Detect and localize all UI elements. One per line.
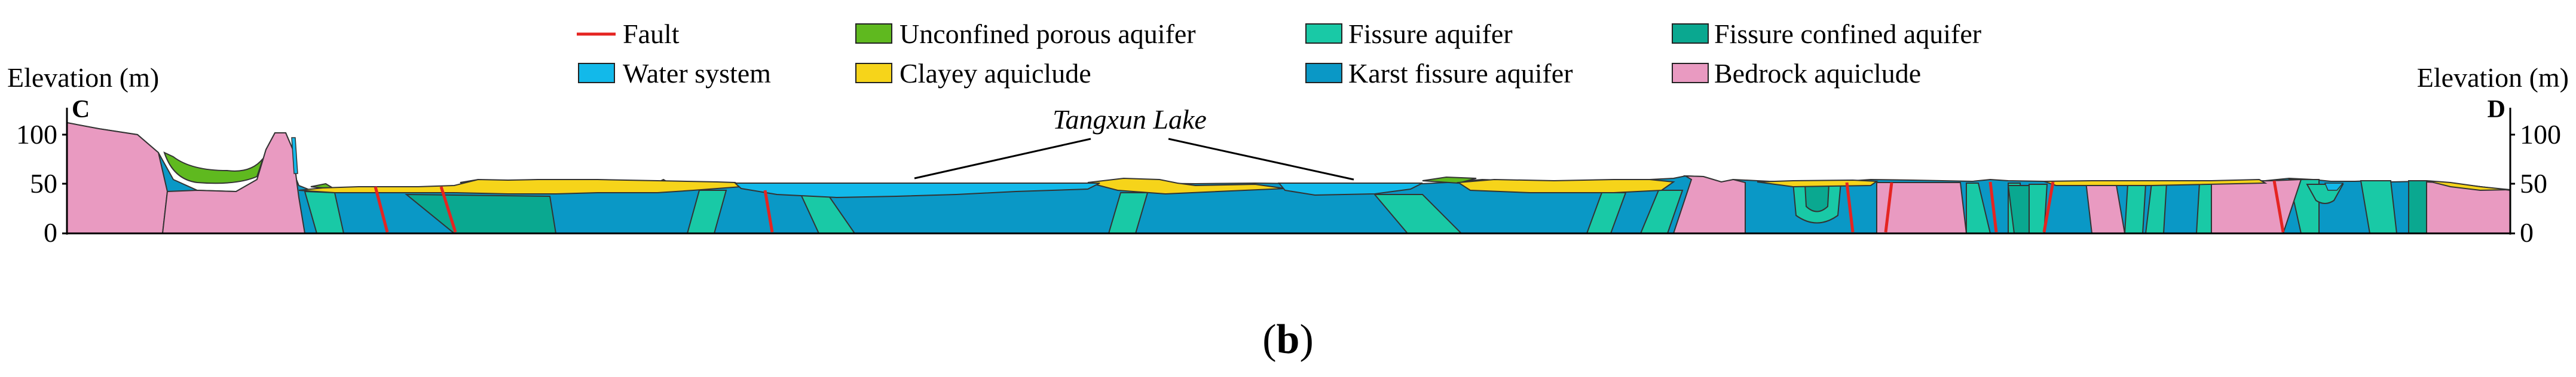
legend-label-water-system: Water system bbox=[623, 58, 771, 89]
fissure-aquifer-swatch bbox=[1305, 23, 1342, 44]
left-tick-label-100: 100 bbox=[16, 119, 57, 150]
panel-label: (b) bbox=[1262, 317, 1314, 363]
right-tick-label-50: 50 bbox=[2520, 168, 2547, 199]
clayey-cover-1 bbox=[298, 178, 743, 194]
section-end-label: D bbox=[2488, 96, 2505, 123]
fault-line-2 bbox=[439, 186, 457, 233]
fault-line-1 bbox=[374, 186, 389, 233]
legend: Fault Water system Unconfined porous aqu… bbox=[577, 19, 1981, 89]
karst-aquifer-swatch bbox=[1305, 63, 1342, 83]
left-tick-label-50: 50 bbox=[30, 168, 57, 199]
legend-item-karst-aquifer: Karst fissure aquifer bbox=[1305, 58, 1573, 89]
water-lake-west bbox=[733, 183, 1100, 199]
legend-item-bedrock-aquiclude: Bedrock aquiclude bbox=[1672, 58, 1921, 89]
fissure-aquifer-wedge-17 bbox=[2408, 180, 2427, 234]
water-lake-east bbox=[1277, 183, 1423, 196]
clayey-cover-5 bbox=[2043, 178, 2268, 186]
section-start-label: C bbox=[72, 96, 90, 123]
bedrock-zone-middle bbox=[1672, 175, 1746, 234]
clayey-aquiclude-swatch bbox=[855, 63, 892, 83]
lake-annotation: Tangxun Lake bbox=[914, 104, 1354, 181]
left-tick-label-0: 0 bbox=[44, 217, 57, 248]
legend-label-karst-aquifer: Karst fissure aquifer bbox=[1348, 58, 1573, 89]
fissure-aquifer-wedge-14 bbox=[2195, 183, 2212, 234]
fault-line-3 bbox=[763, 190, 774, 233]
unconfined-aquifer-left-basin bbox=[163, 151, 264, 184]
legend-label-bedrock-aquiclude: Bedrock aquiclude bbox=[1714, 58, 1921, 89]
bedrock-zone-left bbox=[66, 121, 169, 234]
water-system-swatch bbox=[578, 63, 615, 83]
water-channel-2 bbox=[2324, 183, 2344, 191]
water-channel-1 bbox=[291, 137, 298, 174]
lake-leader-line-west bbox=[914, 138, 1091, 180]
legend-item-confined-aquifer: Fissure confined aquifer bbox=[1672, 19, 1981, 49]
right-axis: 100 50 0 D bbox=[2488, 96, 2561, 248]
fault-line-8 bbox=[2272, 180, 2285, 233]
confined-aquifer-swatch bbox=[1672, 23, 1709, 44]
fault-line-6 bbox=[1988, 181, 1998, 233]
legend-item-unconfined-aquifer: Unconfined porous aquifer bbox=[855, 19, 1196, 49]
left-axis: 100 50 0 C bbox=[16, 96, 90, 248]
legend-label-fault: Fault bbox=[623, 19, 680, 49]
fault-line-4 bbox=[1845, 182, 1855, 233]
fault-line-5 bbox=[1884, 182, 1893, 233]
legend-item-fissure-aquifer: Fissure aquifer bbox=[1305, 19, 1513, 49]
legend-label-unconfined-aquifer: Unconfined porous aquifer bbox=[900, 19, 1196, 49]
fault-line-7 bbox=[2042, 181, 2055, 233]
bedrock-aquiclude-swatch bbox=[1672, 63, 1709, 83]
legend-item-clayey-aquiclude: Clayey aquiclude bbox=[855, 58, 1091, 89]
legend-label-fissure-aquifer: Fissure aquifer bbox=[1348, 19, 1513, 49]
right-tick-label-100: 100 bbox=[2520, 119, 2561, 150]
clayey-cover-2 bbox=[1087, 177, 1286, 195]
cross-section bbox=[66, 121, 2511, 235]
legend-label-clayey-aquiclude: Clayey aquiclude bbox=[900, 58, 1091, 89]
unconfined-aquifer-swatch bbox=[855, 23, 892, 44]
left-axis-title: Elevation (m) bbox=[7, 62, 159, 93]
legend-item-fault: Fault bbox=[577, 19, 680, 49]
right-axis-title: Elevation (m) bbox=[2417, 62, 2569, 93]
clayey-cover-3 bbox=[1457, 178, 1675, 193]
faults bbox=[374, 180, 2285, 233]
legend-label-confined-aquifer: Fissure confined aquifer bbox=[1714, 19, 1981, 49]
lake-annotation-label: Tangxun Lake bbox=[1053, 104, 1207, 135]
legend-item-water-system: Water system bbox=[578, 58, 771, 89]
fissure-aquifer-wedge-12 bbox=[2124, 184, 2147, 234]
bedrock-zone-left-basin bbox=[161, 132, 306, 234]
fold-structure-2 bbox=[1804, 184, 1830, 212]
panel-letter: b bbox=[1277, 317, 1300, 363]
right-tick-label-0: 0 bbox=[2520, 217, 2534, 248]
lake-leader-line-east bbox=[1168, 138, 1354, 181]
